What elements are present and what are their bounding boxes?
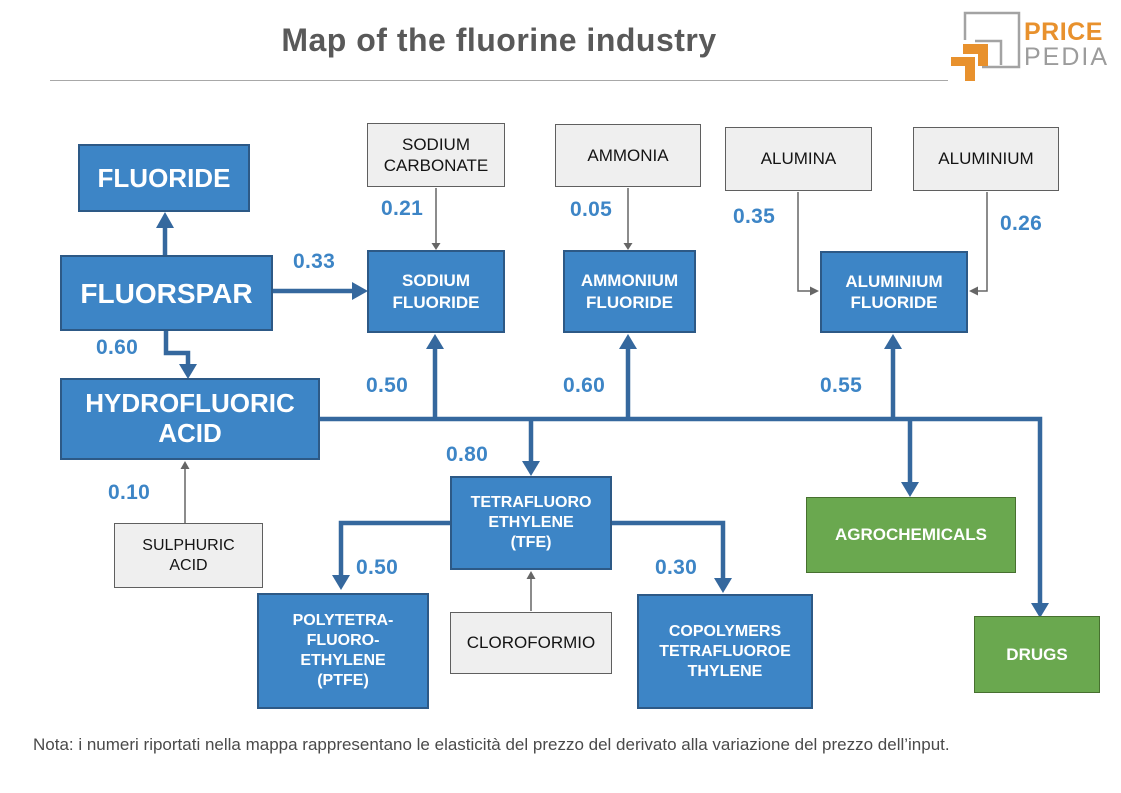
edge-sulphuric-acid-hf xyxy=(180,461,190,523)
edge-cloroformio-tfe xyxy=(526,571,536,611)
elasticity-hf-aluminium-fluoride: 0.55 xyxy=(820,374,863,397)
header-divider xyxy=(50,80,948,81)
elasticity-fluorspar-sodium-fluoride: 0.33 xyxy=(293,250,336,273)
edge-hf-tfe xyxy=(522,419,540,476)
elasticity-sodium-carbonate: 0.21 xyxy=(381,197,424,220)
elasticity-tfe-copolymers: 0.30 xyxy=(655,556,698,579)
node-ammonium-fluoride: AMMONIUM FLUORIDE xyxy=(563,250,696,333)
elasticity-alumina: 0.35 xyxy=(733,205,776,228)
node-fluorspar: FLUORSPAR xyxy=(60,255,273,331)
elasticity-tfe-ptfe: 0.50 xyxy=(356,556,399,579)
node-sodium-carbonate: SODIUM CARBONATE xyxy=(367,123,505,187)
pricepedia-logo: PRICE PEDIA xyxy=(948,8,1116,94)
node-agrochemicals: AGROCHEMICALS xyxy=(806,497,1016,573)
node-tfe: TETRAFLUORO ETHYLENE (TFE) xyxy=(450,476,612,570)
elasticity-fluorspar-hf: 0.60 xyxy=(96,336,139,359)
page-title: Map of the fluorine industry xyxy=(281,22,717,58)
node-sodium-fluoride: SODIUM FLUORIDE xyxy=(367,250,505,333)
logo-word-price: PRICE xyxy=(1024,18,1103,46)
node-drugs: DRUGS xyxy=(974,616,1100,693)
footnote: Nota: i numeri riportati nella mappa rap… xyxy=(33,735,950,754)
edge-hf-sodium-fluoride xyxy=(426,334,444,419)
edge-ammonia-ammonium-fluoride xyxy=(623,188,633,250)
node-cloroformio: CLOROFORMIO xyxy=(450,612,612,674)
node-alumina: ALUMINA xyxy=(725,127,872,191)
elasticity-ammonia: 0.05 xyxy=(570,198,613,221)
edge-fluorspar-sodium-fluoride xyxy=(273,282,368,300)
node-aluminium-fluoride: ALUMINIUM FLUORIDE xyxy=(820,251,968,333)
edge-tfe-copolymers xyxy=(612,520,732,593)
elasticity-sulphuric-acid: 0.10 xyxy=(108,481,151,504)
logo-word-pedia: PEDIA xyxy=(1024,43,1110,71)
edge-hf-aluminium-fluoride xyxy=(884,334,902,419)
node-hydrofluoric-acid: HYDROFLUORIC ACID xyxy=(60,378,320,460)
node-ptfe: POLYTETRA- FLUORO- ETHYLENE (PTFE) xyxy=(257,593,429,709)
edge-hf-ammonium-fluoride xyxy=(619,334,637,419)
edge-fluorspar-hydrofluoric-acid xyxy=(163,331,197,379)
node-fluoride: FLUORIDE xyxy=(78,144,250,212)
pricepedia-logo-icon xyxy=(951,11,1021,81)
pricepedia-logo-text: PRICE PEDIA xyxy=(1024,20,1109,70)
edge-hydrofluoric-bus xyxy=(320,416,1049,618)
elasticity-hf-ammonium-fluoride: 0.60 xyxy=(563,374,606,397)
edge-sodium-carbonate-sodium-fluoride xyxy=(431,188,441,250)
edge-hf-agrochemicals xyxy=(901,419,919,497)
elasticity-aluminium: 0.26 xyxy=(1000,212,1043,235)
edge-tfe-ptfe xyxy=(332,520,450,590)
edge-aluminium-aluminium-fluoride xyxy=(969,192,988,296)
node-sulphuric-acid: SULPHURIC ACID xyxy=(114,523,263,588)
elasticity-hf-sodium-fluoride: 0.50 xyxy=(366,374,409,397)
elasticity-hf-tfe: 0.80 xyxy=(446,443,489,466)
node-aluminium: ALUMINIUM xyxy=(913,127,1059,191)
edge-fluorspar-fluoride xyxy=(156,212,174,256)
node-copolymers-tetrafluoroethylene: COPOLYMERS TETRAFLUOROE THYLENE xyxy=(637,594,813,709)
edge-alumina-aluminium-fluoride xyxy=(797,192,819,296)
node-ammonia: AMMONIA xyxy=(555,124,701,187)
